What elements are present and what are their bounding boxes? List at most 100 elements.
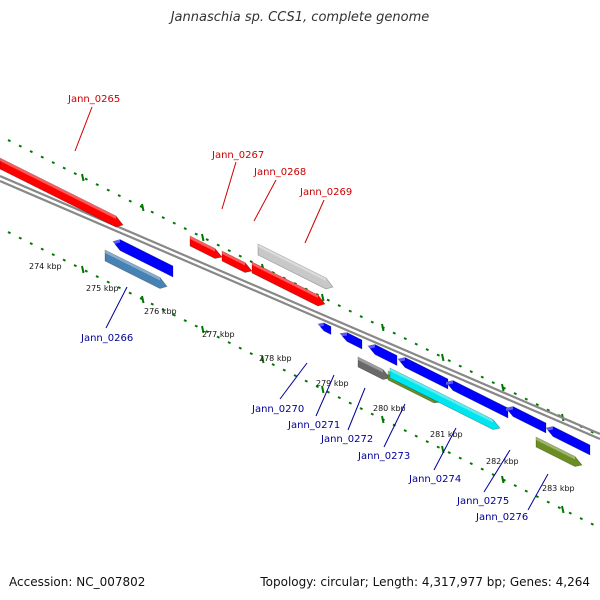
leader-line <box>74 106 93 152</box>
scale-label-277-kbp: 277 kbp <box>202 330 235 339</box>
gene-arrow-body <box>367 344 398 366</box>
tick-dot <box>436 445 440 449</box>
tick-dot <box>227 249 231 253</box>
tick-dot <box>106 280 110 284</box>
tick-dot <box>447 451 451 455</box>
tick-dot <box>194 232 198 236</box>
tick-major <box>381 415 385 424</box>
tick-dot <box>469 462 473 466</box>
tick-dot <box>535 403 539 407</box>
tick-dot <box>370 320 374 324</box>
gene-arrow-shine <box>398 357 405 362</box>
gene-arrow-shine <box>0 158 116 219</box>
tick-dot <box>194 324 198 328</box>
backbone-line-lower <box>0 179 600 441</box>
tick-track-lower <box>7 231 594 526</box>
gene-arrow-shine <box>536 437 575 460</box>
tick-dot <box>546 500 550 504</box>
gene-arrow-body <box>104 249 168 289</box>
gene-arrow-body <box>189 235 223 259</box>
label-jann-0276: Jann_0276 <box>475 473 549 523</box>
tick-dot <box>205 238 209 242</box>
tick-dot <box>161 216 165 220</box>
gene-label: Jann_0275 <box>456 496 509 507</box>
tick-dot <box>546 408 550 412</box>
tick-dot <box>480 467 484 471</box>
tick-dot <box>161 308 165 312</box>
gene-arrow-shine <box>446 380 453 385</box>
leader-line <box>221 161 237 210</box>
tick-major <box>501 383 505 392</box>
gene-jann-0269 <box>251 261 326 307</box>
tick-dot <box>238 346 242 350</box>
tick-dot <box>249 260 253 264</box>
gene-label: Jann_0274 <box>408 474 461 485</box>
label-jann-0270: Jann_0270 <box>251 362 308 415</box>
scale-label-283-kbp: 283 kbp <box>542 484 575 493</box>
scale-label-281-kbp: 281 kbp <box>430 430 463 439</box>
label-jann-0268: Jann_0268 <box>253 167 306 222</box>
tick-dot <box>216 243 220 247</box>
tick-dot <box>535 495 539 499</box>
gene-jann-0268 <box>221 250 253 273</box>
tick-dot <box>183 227 187 231</box>
tick-dot <box>326 298 330 302</box>
tick-major <box>141 203 145 212</box>
gene-arrow-shine <box>368 344 375 349</box>
tick-dot <box>359 315 363 319</box>
tick-dot <box>590 430 594 434</box>
gene-arrow-body <box>505 406 547 434</box>
tick-dot <box>271 363 275 367</box>
tick-dot <box>62 258 66 262</box>
gene-arrow-shine <box>546 426 553 431</box>
tick-dot <box>458 364 462 368</box>
tick-dot <box>183 319 187 323</box>
tick-dot <box>128 199 132 203</box>
gene-arrow-body <box>357 356 391 380</box>
genome-stats-text: Topology: circular; Length: 4,317,977 bp… <box>260 575 590 589</box>
tick-major <box>501 475 505 484</box>
tick-dot <box>172 313 176 317</box>
tick-dot <box>568 511 572 515</box>
gene-reverse-blue-5 <box>545 426 591 456</box>
gene-arrow-body <box>251 261 326 307</box>
leader-line <box>105 286 128 329</box>
gene-forward-grey <box>257 243 334 290</box>
tick-dot <box>403 337 407 341</box>
tick-dot <box>304 379 308 383</box>
gene-features <box>0 157 591 467</box>
tick-dot <box>227 341 231 345</box>
tick-dot <box>117 194 121 198</box>
tick-dot <box>249 352 253 356</box>
tick-dot <box>337 304 341 308</box>
gene-arrow-shine <box>340 332 347 337</box>
label-jann-0273: Jann_0273 <box>357 403 410 462</box>
tick-major <box>141 295 145 304</box>
gene-reverse-blue-4 <box>505 406 547 434</box>
gene-jann-0265 <box>0 157 124 228</box>
tick-dot <box>370 412 374 416</box>
gene-arrow-body <box>535 436 583 467</box>
tick-track-upper <box>7 139 594 434</box>
gene-arrow-shine <box>390 368 493 423</box>
label-jann-0269: Jann_0269 <box>299 187 352 244</box>
tick-major <box>321 385 325 394</box>
label-jann-0271: Jann_0271 <box>287 374 340 431</box>
backbone-line-upper <box>0 174 600 436</box>
tick-dot <box>337 396 341 400</box>
tick-dot <box>326 390 330 394</box>
gene-jann-0271 <box>339 332 363 350</box>
map-title: Jannaschia sp. CCS1, complete genome <box>170 10 430 25</box>
tick-major <box>381 323 385 332</box>
scale-label-279-kbp: 279 kbp <box>316 379 349 388</box>
tick-dot <box>447 359 451 363</box>
tick-dot <box>106 188 110 192</box>
gene-label: Jann_0273 <box>357 451 410 462</box>
gene-jann-0267 <box>189 235 223 259</box>
accession-text: Accession: NC_007802 <box>9 575 146 589</box>
leader-line <box>347 387 366 431</box>
scale-label-278-kbp: 278 kbp <box>259 354 292 363</box>
tick-dot <box>62 166 66 170</box>
gene-label: Jann_0276 <box>475 512 528 523</box>
gene-arrow-shine <box>222 251 245 266</box>
